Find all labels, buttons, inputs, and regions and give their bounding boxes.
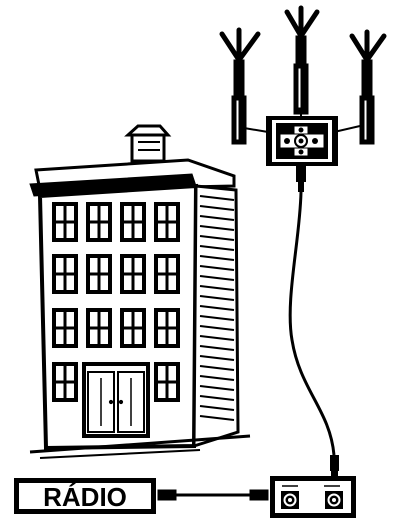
window-icon	[120, 202, 146, 242]
window-icon	[86, 202, 112, 242]
window-icon	[52, 202, 78, 242]
cable-connector-bottom	[330, 455, 339, 478]
building-door-icon	[82, 362, 150, 438]
coax-cable	[288, 191, 336, 456]
radio-label: RÁDIO	[43, 482, 127, 512]
window-icon	[86, 308, 112, 348]
radio-box: RÁDIO	[14, 478, 156, 514]
antenna-left-icon	[219, 27, 261, 145]
window-icon	[120, 254, 146, 294]
antenna-right-icon	[349, 29, 387, 145]
junction-box-icon	[270, 476, 356, 518]
window-icon	[120, 308, 146, 348]
window-icon	[154, 202, 180, 242]
window-icon	[154, 308, 180, 348]
window-icon	[86, 254, 112, 294]
building-icon	[29, 124, 251, 459]
radio-cable	[157, 489, 269, 501]
window-icon	[52, 362, 78, 402]
window-icon	[52, 308, 78, 348]
antenna-center-icon	[284, 5, 320, 115]
building-windows	[52, 202, 180, 402]
window-icon	[154, 254, 180, 294]
window-icon	[52, 254, 78, 294]
combiner-box-icon	[266, 116, 338, 192]
window-icon	[154, 362, 180, 402]
